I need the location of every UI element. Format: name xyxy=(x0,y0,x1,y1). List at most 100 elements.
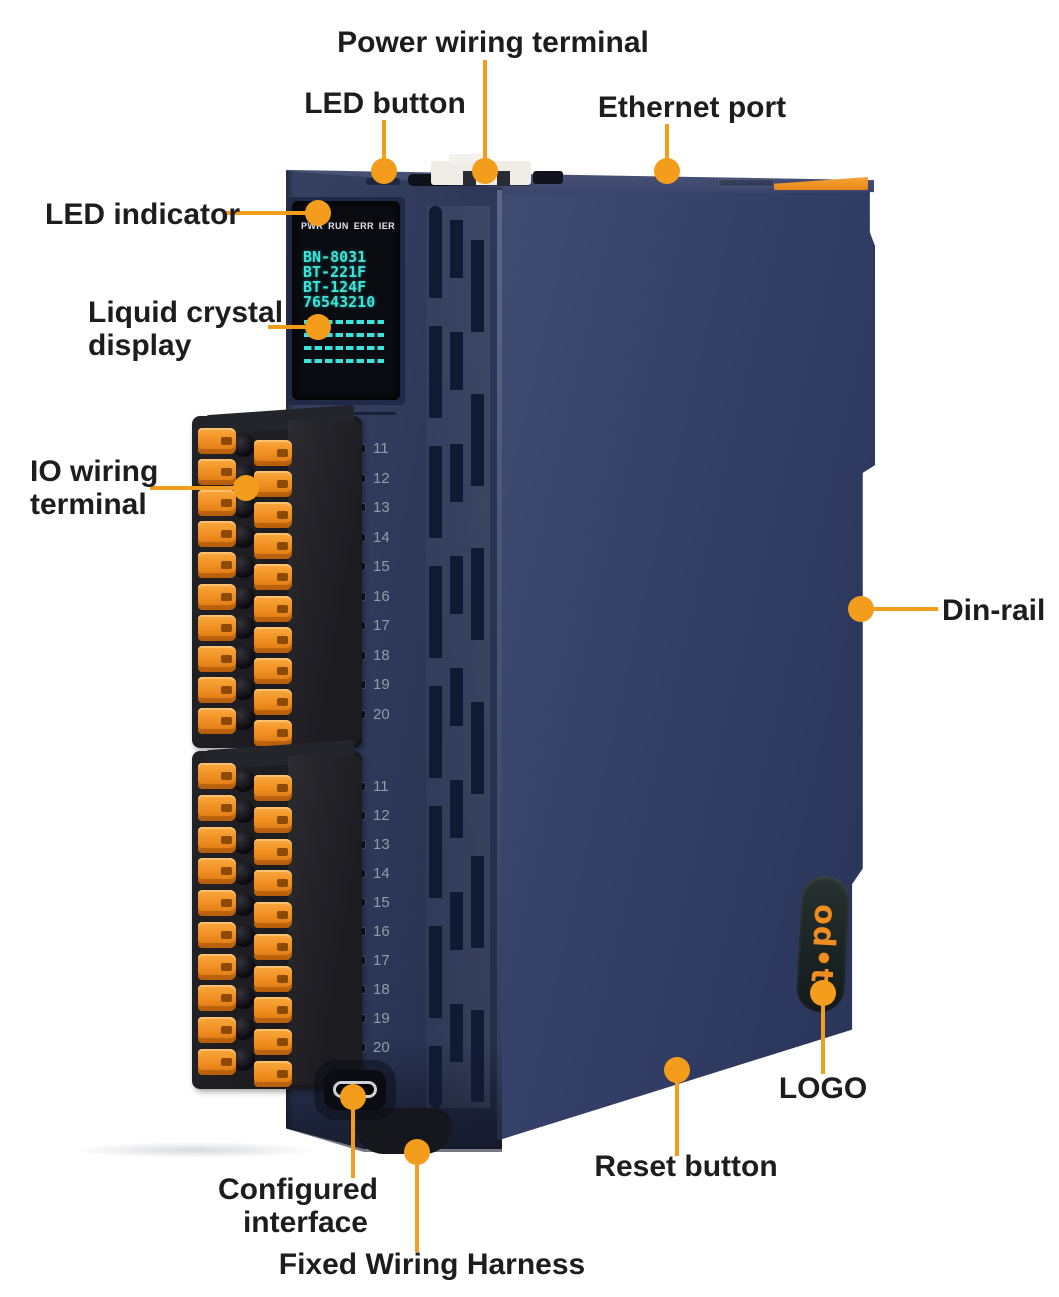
channel-row: 13 xyxy=(357,837,403,852)
wire-hole[interactable] xyxy=(232,955,255,978)
wire-hole[interactable] xyxy=(232,862,255,885)
callout-label-configured-interface: Configured interface xyxy=(218,1173,378,1239)
terminal-clip[interactable] xyxy=(254,657,292,684)
channel-row: 16 xyxy=(357,924,403,939)
channel-row: 20 xyxy=(357,1040,403,1055)
wire-hole[interactable] xyxy=(232,585,255,609)
terminal-holes[interactable] xyxy=(232,434,258,730)
terminal-clip[interactable] xyxy=(254,688,292,715)
wire-hole[interactable] xyxy=(232,434,255,457)
channel-row: 17 xyxy=(357,618,403,633)
channel-number: 20 xyxy=(373,705,390,723)
terminal-clip[interactable] xyxy=(254,775,292,801)
terminal-clips-left[interactable] xyxy=(198,428,238,734)
terminal-clip[interactable] xyxy=(254,533,292,560)
terminal-clip[interactable] xyxy=(198,826,236,853)
terminal-clip[interactable] xyxy=(198,459,236,486)
connector-notch xyxy=(497,171,510,185)
terminal-clip[interactable] xyxy=(254,902,292,929)
terminal-clip[interactable] xyxy=(198,890,236,917)
terminal-clip[interactable] xyxy=(198,521,236,548)
terminal-clip[interactable] xyxy=(198,1017,236,1044)
vent-grille xyxy=(426,206,490,1108)
wire-hole[interactable] xyxy=(232,893,255,916)
wire-hole[interactable] xyxy=(232,555,255,579)
wire-hole[interactable] xyxy=(232,706,255,730)
terminal-clip[interactable] xyxy=(198,1048,236,1075)
callout-line xyxy=(821,1000,825,1074)
vent-column xyxy=(471,206,484,1108)
terminal-face xyxy=(288,420,362,744)
io-terminal-block-2[interactable] xyxy=(192,739,362,1089)
brand-logo-text: od•t xyxy=(803,903,843,985)
terminal-clip[interactable] xyxy=(254,440,292,466)
wire-hole[interactable] xyxy=(232,615,255,639)
terminal-clip[interactable] xyxy=(198,614,236,641)
terminal-clip[interactable] xyxy=(198,707,236,734)
terminal-clip[interactable] xyxy=(254,626,292,653)
wire-hole[interactable] xyxy=(232,1048,255,1071)
vent-column xyxy=(429,206,442,1108)
wire-hole[interactable] xyxy=(232,524,255,548)
wire-hole[interactable] xyxy=(232,676,255,700)
wire-hole[interactable] xyxy=(232,831,255,854)
terminal-clip[interactable] xyxy=(254,838,292,865)
terminal-clip[interactable] xyxy=(254,564,292,591)
terminal-clip[interactable] xyxy=(198,921,236,948)
callout-line xyxy=(675,1080,679,1156)
terminal-clip[interactable] xyxy=(254,1060,292,1087)
lcd-dash-line xyxy=(304,320,384,324)
callout-label-reset-button: Reset button xyxy=(594,1150,778,1183)
channel-row: 20 xyxy=(357,707,403,722)
callout-dot xyxy=(654,158,680,184)
channel-number: 16 xyxy=(373,923,390,940)
terminal-clip[interactable] xyxy=(198,490,236,517)
channel-row: 11 xyxy=(357,779,403,794)
terminal-clips-right[interactable] xyxy=(254,440,294,746)
terminal-clip[interactable] xyxy=(254,933,292,960)
terminal-clip[interactable] xyxy=(254,595,292,622)
terminal-face xyxy=(288,755,362,1085)
wire-hole[interactable] xyxy=(232,924,255,947)
terminal-holes[interactable] xyxy=(232,769,258,1071)
wire-hole[interactable] xyxy=(232,1017,255,1040)
io-terminal-block-1[interactable] xyxy=(192,404,362,748)
ethernet-port[interactable] xyxy=(718,179,774,187)
terminal-clip[interactable] xyxy=(254,471,292,498)
terminal-clip[interactable] xyxy=(254,719,292,746)
wire-hole[interactable] xyxy=(232,800,255,823)
terminal-clip[interactable] xyxy=(254,870,292,897)
lcd-dash-line xyxy=(304,333,384,337)
terminal-clip[interactable] xyxy=(198,858,236,885)
terminal-clip[interactable] xyxy=(254,806,292,833)
terminal-clip[interactable] xyxy=(254,965,292,992)
channel-row: 15 xyxy=(357,895,403,910)
wire-hole[interactable] xyxy=(232,986,255,1009)
terminal-clip[interactable] xyxy=(254,1029,292,1056)
terminal-clip[interactable] xyxy=(198,676,236,703)
terminal-clip[interactable] xyxy=(198,552,236,579)
callout-dot xyxy=(305,200,331,226)
lcd-line: 76543210 xyxy=(303,293,376,311)
callout-label-led-indicator: LED indicator xyxy=(45,198,241,231)
wire-hole[interactable] xyxy=(232,646,255,670)
channel-row: 14 xyxy=(357,530,403,545)
ground-shadow xyxy=(70,1142,320,1158)
terminal-clip[interactable] xyxy=(198,763,236,789)
terminal-clip[interactable] xyxy=(198,428,236,454)
channel-number: 13 xyxy=(373,836,390,853)
terminal-clip[interactable] xyxy=(198,953,236,980)
terminal-clip[interactable] xyxy=(198,645,236,672)
terminal-clips-left[interactable] xyxy=(198,763,238,1075)
terminal-clip[interactable] xyxy=(198,583,236,610)
terminal-clips-right[interactable] xyxy=(254,775,294,1087)
terminal-clip[interactable] xyxy=(198,794,236,821)
terminal-clip[interactable] xyxy=(254,997,292,1024)
terminal-clip[interactable] xyxy=(198,985,236,1012)
wire-hole[interactable] xyxy=(232,769,255,792)
lcd-line: BT-221F xyxy=(303,263,367,281)
channel-number: 14 xyxy=(373,528,390,546)
terminal-clip[interactable] xyxy=(254,502,292,529)
channel-number: 17 xyxy=(373,617,390,635)
vent-column xyxy=(450,206,463,1108)
